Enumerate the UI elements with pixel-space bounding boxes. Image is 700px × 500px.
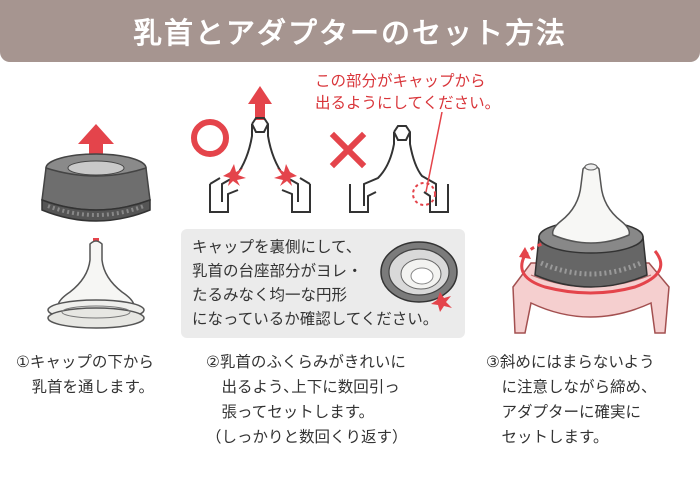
wrong-cross-icon: [329, 131, 367, 169]
callout-line2: 出るようにしてください。: [315, 94, 501, 112]
callout-note: この部分がキャップから 出るようにしてください。: [315, 70, 500, 114]
step-3-line3: アダプターに確実に: [486, 403, 642, 421]
check-box-line1: キャップを裏側にして、: [192, 238, 362, 256]
highlight-dashed-circle: [412, 182, 436, 206]
step-2-line1: ②乳首のふくらみがきれいに: [206, 353, 406, 371]
step-1-text: ①キャップの下から 乳首を通します。: [16, 350, 154, 400]
rotation-arrow-icon: [519, 241, 663, 295]
correct-circle-icon: [191, 119, 229, 157]
step-3-text: ③斜めにはまらないよう に注意しながら締め、 アダプターに確実に セットします。: [486, 350, 657, 450]
step-2-line2: 出るよう､上下に数回引っ: [206, 378, 400, 396]
step2-wrong-illustration: [329, 125, 449, 213]
check-box-text: キャップを裏側にして、 乳首の台座部分がヨレ・ たるみなく均一な円形 になってい…: [192, 235, 438, 331]
callout-line1: この部分がキャップから: [315, 72, 486, 90]
cap-icon: [41, 153, 151, 222]
step2-correct-illustration: [191, 86, 311, 213]
step-1-line2: 乳首を通します。: [16, 378, 154, 396]
check-box-line4: になっているか確認してください。: [192, 310, 439, 328]
nipple-icon: [47, 238, 145, 329]
step3-illustration: [512, 163, 670, 334]
step-3-line1: ③斜めにはまらないよう: [486, 353, 655, 371]
check-box-line2: 乳首の台座部分がヨレ・: [192, 262, 363, 280]
header-banner: 乳首とアダプターのセット方法: [0, 0, 700, 62]
step-2-text: ②乳首のふくらみがきれいに 出るよう､上下に数回引っ 張ってセットします。 （し…: [206, 350, 408, 450]
up-arrow-icon: [248, 86, 272, 120]
check-box-line3: たるみなく均一な円形: [192, 286, 348, 304]
step-1-line1: ①キャップの下から: [16, 353, 154, 371]
step-3-line4: セットします。: [486, 428, 609, 446]
step-3-line2: に注意しながら締め、: [486, 378, 657, 396]
cap-underside-illustration: [380, 241, 458, 312]
page-title: 乳首とアダプターのセット方法: [132, 16, 567, 50]
step1-illustration: [41, 124, 151, 329]
callout-pointer: [425, 112, 443, 193]
step-2-line4: （しっかりと数回くり返す）: [206, 428, 408, 446]
step-2-line3: 張ってセットします。: [206, 403, 375, 421]
burst-icon: [223, 164, 297, 186]
nipple-crosssection-icon: [349, 125, 449, 213]
nipple-icon: [551, 163, 631, 244]
burst-icon: [431, 292, 452, 312]
